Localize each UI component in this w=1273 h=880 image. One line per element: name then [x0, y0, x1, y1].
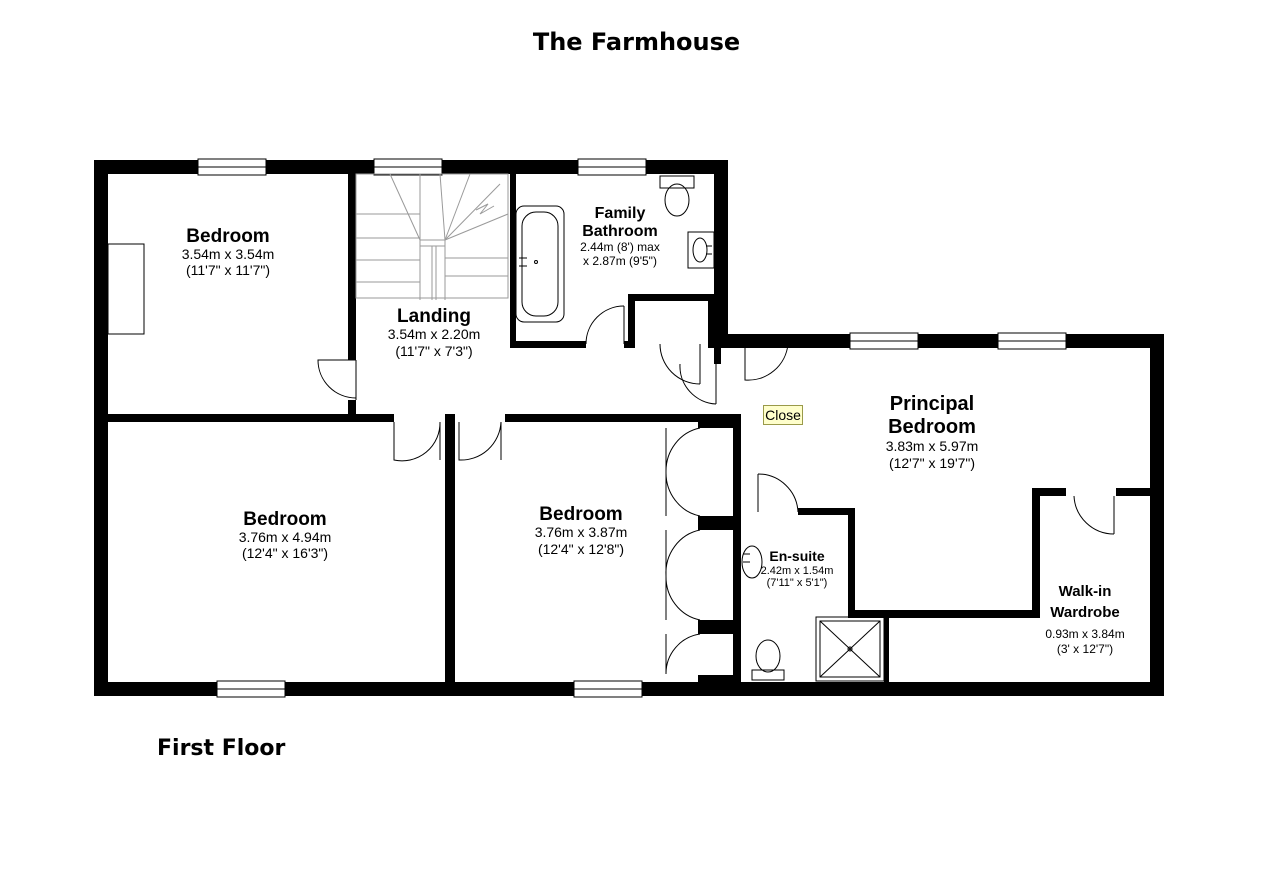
bedroom-sw-dims: 3.76m x 4.94m — [239, 529, 332, 545]
bathroom-dims: 2.44m (8') max — [580, 240, 660, 254]
principal-imperial: (12'7" x 19'7") — [889, 455, 975, 471]
bedroom-sw-imperial: (12'4" x 16'3") — [242, 545, 328, 561]
principal-name-2: Bedroom — [888, 416, 976, 438]
bedroom-nw-name: Bedroom — [186, 226, 269, 247]
close-button[interactable]: Close — [763, 405, 803, 425]
bathroom-name-1: Family — [595, 205, 646, 222]
label-bedroom-sw: Bedroom 3.76m x 4.94m (12'4" x 16'3") — [239, 509, 332, 561]
en-suite-imperial: (7'11" x 5'1") — [767, 577, 828, 589]
wardrobe-name-2: Wardrobe — [1050, 604, 1119, 621]
label-landing: Landing 3.54m x 2.20m (11'7" x 7'3") — [388, 306, 481, 359]
bedroom-nw-imperial: (11'7" x 11'7") — [186, 262, 270, 278]
doors — [317, 305, 1115, 675]
en-suite-dims: 2.42m x 1.54m — [761, 565, 834, 577]
landing-dims: 3.54m x 2.20m — [388, 326, 481, 342]
principal-dims: 3.83m x 5.97m — [886, 438, 979, 454]
label-walk-in-wardrobe: Walk-in Wardrobe 0.93m x 3.84m (3' x 12'… — [1045, 583, 1124, 656]
bedroom-nw-dims: 3.54m x 3.54m — [182, 246, 275, 262]
bathroom-fixtures — [515, 175, 715, 323]
en-suite-name: En-suite — [769, 548, 824, 564]
landing-imperial: (11'7" x 7'3") — [395, 343, 472, 359]
label-principal-bedroom: Principal Bedroom 3.83m x 5.97m (12'7" x… — [886, 393, 979, 471]
landing-name: Landing — [397, 306, 471, 327]
label-en-suite: En-suite 2.42m x 1.54m (7'11" x 5'1") — [761, 548, 834, 589]
label-bedroom-s: Bedroom 3.76m x 3.87m (12'4" x 12'8") — [535, 504, 628, 557]
wardrobe-name-1: Walk-in — [1059, 583, 1112, 600]
bedroom-s-imperial: (12'4" x 12'8") — [538, 541, 624, 557]
plan-title: The Farmhouse — [532, 28, 741, 56]
wardrobe-dims: 0.93m x 3.84m — [1045, 627, 1124, 641]
bedroom-s-dims: 3.76m x 3.87m — [535, 524, 628, 540]
staircase — [355, 173, 509, 300]
bedroom-s-name: Bedroom — [539, 504, 622, 525]
internal-walls — [94, 174, 1156, 696]
label-family-bathroom: Family Bathroom 2.44m (8') max x 2.87m (… — [580, 205, 660, 268]
en-suite-fixtures — [741, 545, 885, 682]
windows — [197, 158, 1067, 698]
chimney-breast — [107, 243, 145, 335]
floor-label: First Floor — [157, 736, 286, 761]
principal-name-1: Principal — [890, 393, 974, 415]
bathroom-name-2: Bathroom — [582, 223, 658, 240]
bathroom-imperial: x 2.87m (9'5") — [583, 254, 657, 268]
label-bedroom-nw: Bedroom 3.54m x 3.54m (11'7" x 11'7") — [182, 226, 275, 278]
wardrobe-imperial: (3' x 12'7") — [1057, 642, 1113, 656]
bedroom-sw-name: Bedroom — [243, 509, 326, 530]
